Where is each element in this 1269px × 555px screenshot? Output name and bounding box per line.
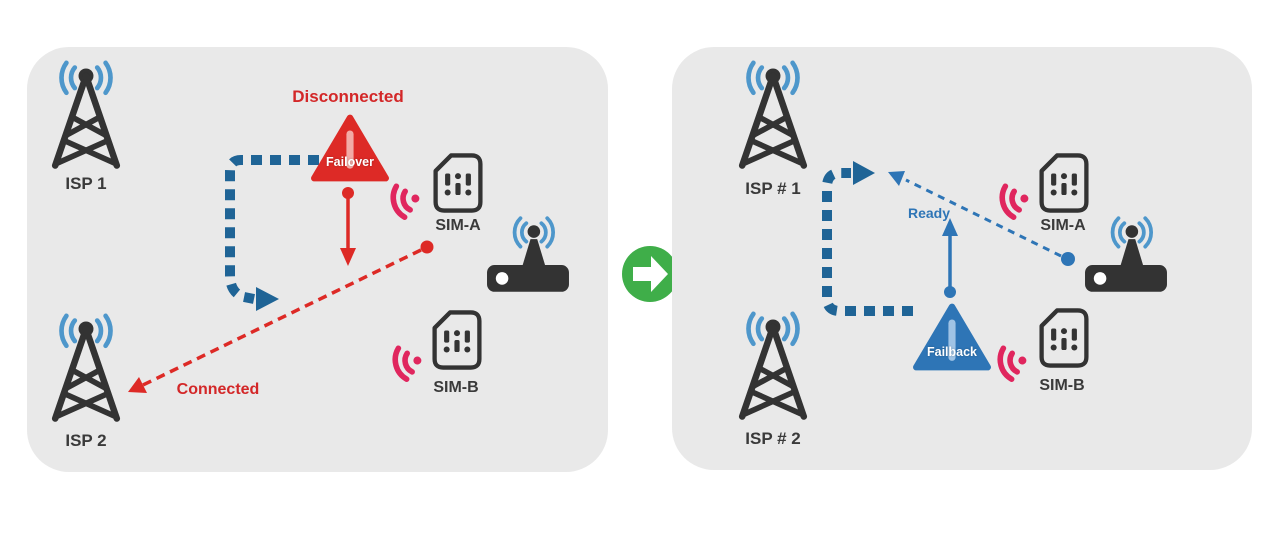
- isp2-label: ISP 2: [65, 431, 107, 450]
- warning-triangle-icon: [311, 114, 389, 182]
- reroute-arrowhead-icon: [256, 287, 279, 311]
- failover-down-arrow: [340, 187, 356, 266]
- ready-up-arrow: [942, 218, 958, 298]
- disconnected-status: Disconnected: [292, 87, 404, 106]
- sim-card-icon: [1039, 153, 1089, 213]
- cell-tower-icon: [738, 311, 808, 420]
- standby-link-line: [888, 171, 1075, 266]
- connected-status: Connected: [176, 381, 260, 398]
- sim-card-icon: [433, 153, 483, 213]
- reroute-back-arrowhead-icon: [853, 161, 875, 185]
- reroute-back-path: [822, 161, 913, 316]
- wifi-signal-icon: [999, 183, 1029, 220]
- isp1-label: ISP 1: [65, 174, 107, 193]
- sim-b-label: SIM-B: [1039, 377, 1085, 394]
- wireless-router-icon: [487, 216, 569, 292]
- failover-panel: ISP 1 ISP 2 Disconnected Failover: [27, 47, 608, 472]
- connected-arrowhead-icon: [128, 377, 147, 393]
- sim-card-icon: [1039, 308, 1089, 368]
- failback-badge-label: Failback: [926, 345, 978, 359]
- exclamation-mark-icon: [948, 319, 956, 361]
- failback-panel: ISP # 1 ISP # 2 Ready Failback: [672, 47, 1252, 470]
- cell-tower-icon: [738, 60, 808, 169]
- cell-tower-icon: [51, 313, 121, 422]
- wifi-signal-icon: [997, 345, 1027, 382]
- warning-triangle-icon: [913, 303, 991, 371]
- isp1-label: ISP # 1: [745, 179, 801, 198]
- signal-waves-icon: [746, 60, 800, 96]
- failback-routes-layer: [822, 161, 1075, 316]
- sim-a-label: SIM-A: [1040, 217, 1086, 234]
- standby-arrowhead-icon: [888, 171, 905, 186]
- signal-waves-icon: [59, 313, 113, 349]
- connected-link-line: [128, 240, 434, 393]
- failback-warning-badge: Failback: [912, 302, 992, 372]
- wireless-router-icon: [1085, 216, 1167, 292]
- green-arrow-right-icon: [622, 246, 678, 302]
- sim-a-label: SIM-A: [435, 217, 481, 234]
- sim-card-icon: [432, 310, 482, 370]
- exclamation-mark-icon: [346, 130, 354, 169]
- signal-waves-icon: [1110, 216, 1153, 249]
- signal-waves-icon: [59, 60, 113, 96]
- signal-waves-icon: [512, 216, 555, 249]
- failover-badge-label: Failover: [326, 155, 374, 169]
- ready-status: Ready: [907, 205, 951, 221]
- wifi-signal-icon: [392, 345, 422, 382]
- cell-tower-icon: [51, 60, 121, 169]
- wifi-signal-icon: [390, 183, 420, 220]
- failover-warning-badge: Failover: [309, 113, 391, 183]
- transition-arrow: [621, 245, 679, 303]
- isp2-label: ISP # 2: [745, 429, 801, 448]
- signal-waves-icon: [746, 311, 800, 347]
- reroute-path: [225, 155, 319, 311]
- failover-routes-layer: [128, 155, 434, 393]
- sim-b-label: SIM-B: [433, 379, 479, 396]
